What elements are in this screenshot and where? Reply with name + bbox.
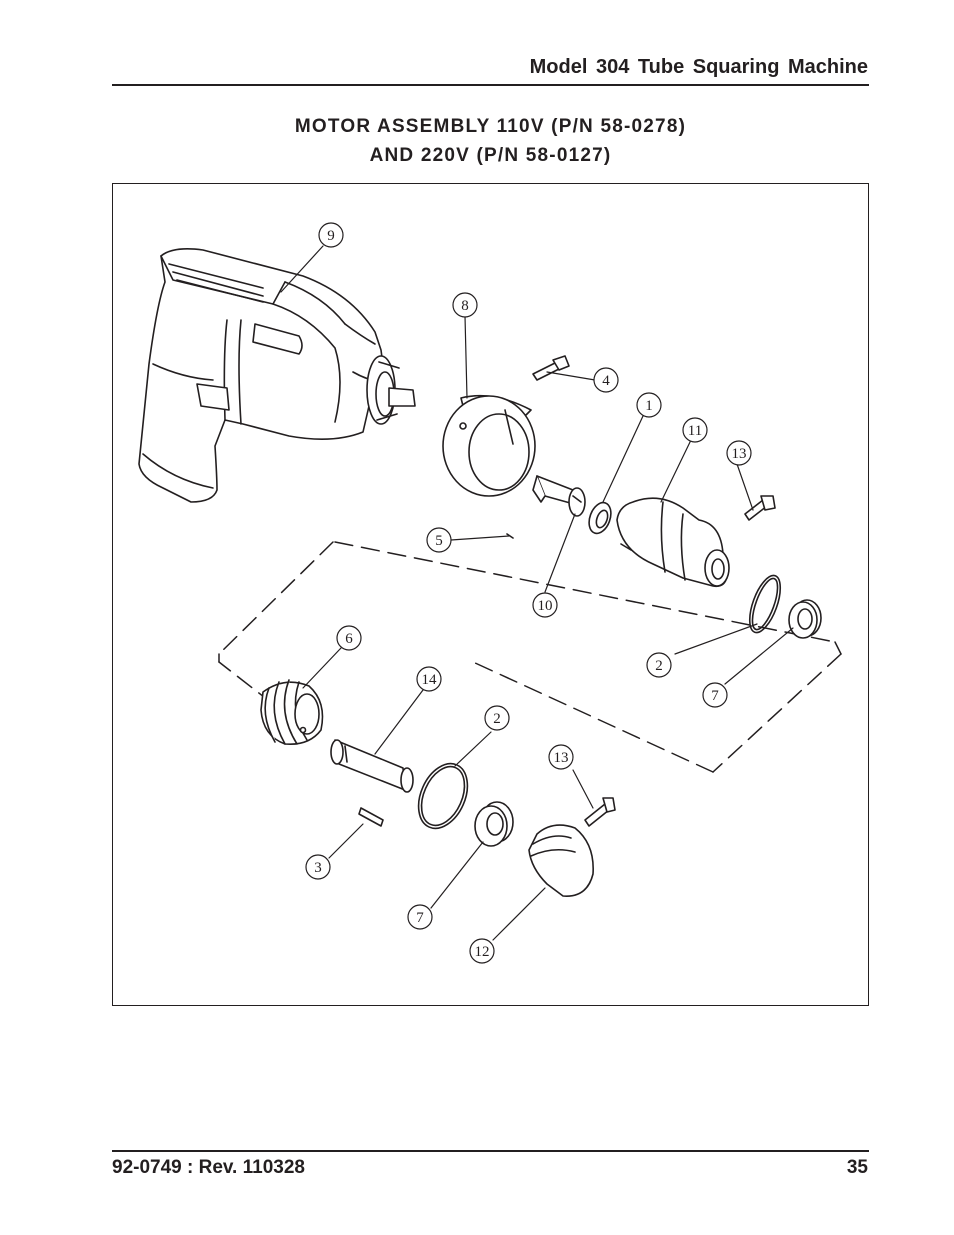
screw-part-13-lower <box>584 797 616 827</box>
svg-text:1: 1 <box>645 398 653 414</box>
callout-13-lower: 13 <box>548 744 574 770</box>
callout-2-upper: 2 <box>646 652 672 678</box>
screw-part-13-upper <box>744 495 776 521</box>
page-number: 35 <box>846 1157 868 1178</box>
callout-2-lower: 2 <box>484 705 510 731</box>
callout-3: 3 <box>305 854 331 880</box>
document-title: MOTOR ASSEMBLY 110V (P/N 58-0278) AND 22… <box>112 112 869 170</box>
leader-lines <box>280 245 794 941</box>
callout-5: 5 <box>426 527 452 553</box>
callout-7-lower: 7 <box>407 904 433 930</box>
oring-part-2-upper <box>748 574 782 634</box>
washer-part-1 <box>588 501 612 535</box>
header-title: Model 304 Tube Squaring Machine <box>529 56 868 78</box>
key-part-3 <box>358 807 384 827</box>
exploded-diagram: 9 8 4 1 11 13 5 10 <box>138 222 842 964</box>
oring-part-2-lower <box>417 762 469 830</box>
callout-4: 4 <box>593 367 619 393</box>
svg-text:2: 2 <box>655 658 663 674</box>
svg-text:2: 2 <box>493 711 501 727</box>
callout-8: 8 <box>452 292 478 318</box>
coupling-part-10 <box>532 475 586 517</box>
header-rule <box>112 84 869 86</box>
callout-14: 14 <box>416 666 442 692</box>
document-number: 92-0749 : Rev. 110328 <box>112 1157 305 1178</box>
document-title-line-2: AND 220V (P/N 58-0127) <box>369 145 612 166</box>
bearing-part-7-lower <box>474 801 514 847</box>
dashed-subassembly-outline <box>218 541 842 773</box>
svg-text:13: 13 <box>554 750 569 766</box>
callout-6: 6 <box>336 625 362 651</box>
shaft-part-14 <box>330 739 414 793</box>
callout-10: 10 <box>532 592 558 618</box>
svg-text:7: 7 <box>416 910 424 926</box>
document-title-line-1: MOTOR ASSEMBLY 110V (P/N 58-0278) <box>294 116 687 137</box>
callout-1: 1 <box>636 392 662 418</box>
svg-text:10: 10 <box>538 598 553 614</box>
svg-text:13: 13 <box>732 446 747 462</box>
bearing-part-7-upper <box>788 599 822 639</box>
end-cap-part-12 <box>528 824 594 897</box>
callout-13-upper: 13 <box>726 440 752 466</box>
motor-housing <box>138 248 416 503</box>
svg-text:6: 6 <box>345 631 353 647</box>
svg-text:7: 7 <box>711 688 719 704</box>
svg-text:3: 3 <box>314 860 322 876</box>
callout-9: 9 <box>318 222 344 248</box>
footer-rule <box>112 1150 869 1152</box>
callout-labels: 9 8 4 1 11 13 5 10 <box>305 222 752 964</box>
rotor-part-6 <box>260 679 324 746</box>
svg-text:14: 14 <box>422 672 438 688</box>
svg-text:9: 9 <box>327 228 335 244</box>
bolt-part-4 <box>532 355 570 381</box>
svg-text:12: 12 <box>475 944 490 960</box>
pin-part-5 <box>506 533 514 539</box>
nose-housing-part-11 <box>616 497 730 588</box>
svg-text:11: 11 <box>688 423 702 439</box>
clamp-ring <box>442 394 536 497</box>
callout-12: 12 <box>469 938 495 964</box>
svg-text:4: 4 <box>602 373 610 389</box>
svg-text:8: 8 <box>461 298 469 314</box>
exploded-diagram-frame: 9 8 4 1 11 13 5 10 <box>112 183 869 1006</box>
callout-7-upper: 7 <box>702 682 728 708</box>
svg-text:5: 5 <box>435 533 443 549</box>
callout-11: 11 <box>682 417 708 443</box>
